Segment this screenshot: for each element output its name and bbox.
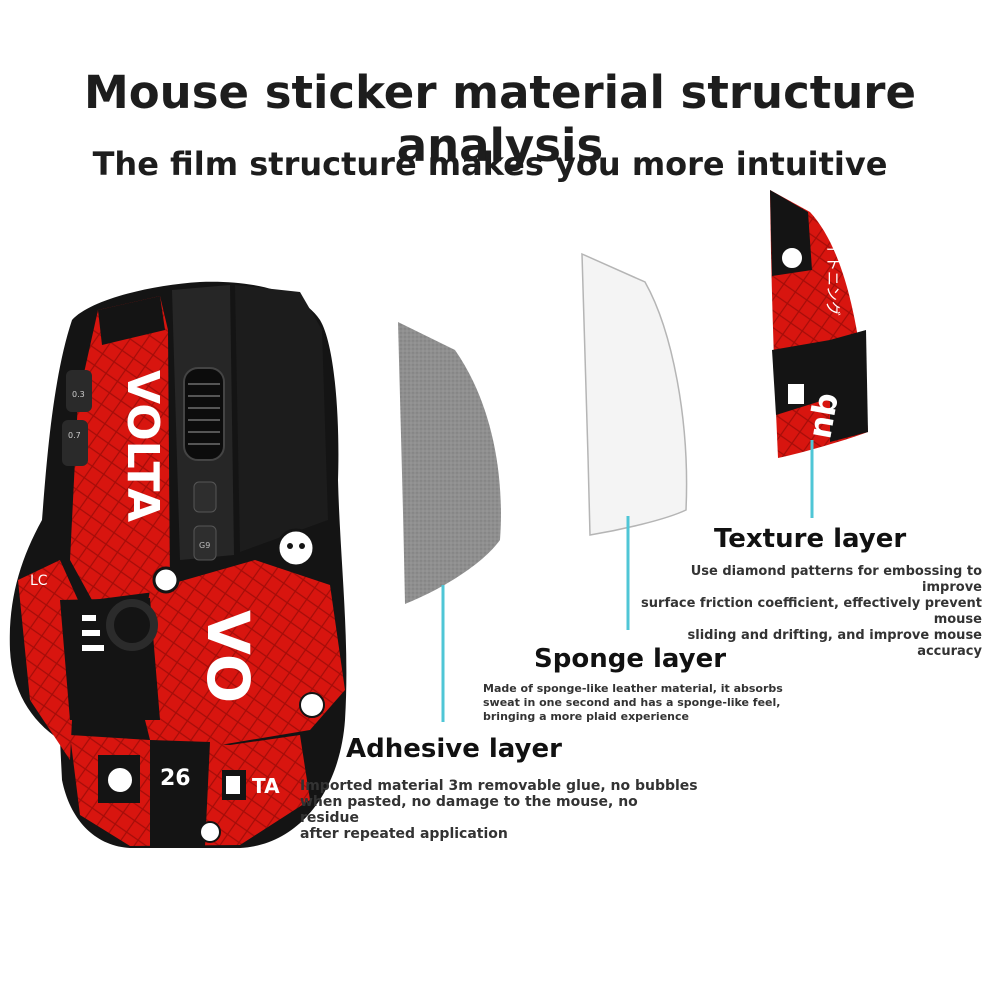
mode-button: [193, 481, 217, 513]
sticker-ta: TA: [252, 774, 280, 798]
side-button-2: [62, 420, 88, 466]
side-button-1: [66, 370, 92, 412]
sticker-lc: LC: [30, 573, 48, 589]
adhesive-desc-line-1: Imported material 3m removable glue, no …: [300, 778, 698, 794]
texture-layer-desc: Use diamond patterns for embossing to im…: [640, 564, 982, 660]
scroll-wheel: [183, 367, 225, 461]
texture-desc-line-1: Use diamond patterns for embossing to im…: [690, 564, 982, 595]
sponge-desc-line-2: sweat in one second and has a sponge-lik…: [483, 696, 781, 709]
page-title: Mouse sticker material structure analysi…: [83, 66, 917, 172]
cat-emblem-1: [106, 766, 134, 794]
adhesive-layer-title: Adhesive layer: [346, 734, 562, 764]
page-subtitle: The film structure makes you more intuit…: [92, 145, 888, 183]
sponge-desc-line-3: bringing a more plaid experience: [483, 710, 689, 723]
texture-layer-sheet: ライトニング nb: [770, 190, 868, 458]
texture-layer-title: Texture layer: [714, 524, 907, 554]
g9-label: G9: [199, 541, 210, 550]
texture-sticker-nb: nb: [800, 390, 845, 442]
adhesive-layer-sheet: [398, 322, 501, 604]
sponge-desc-line-1: Made of sponge-like leather material, it…: [483, 682, 783, 695]
sponge-layer-desc: Made of sponge-like leather material, it…: [483, 682, 803, 724]
texture-desc-line-2: surface friction coefficient, effectivel…: [641, 596, 982, 627]
g9-button: [193, 525, 217, 561]
adhesive-layer-desc: Imported material 3m removable glue, no …: [300, 778, 700, 842]
mouse-illustration: VOLTA 0.3 0.7 G9: [9, 281, 347, 848]
sticker-26: 26: [160, 766, 191, 791]
sticker-vo: VO: [194, 610, 262, 703]
crosshair-emblem: [152, 566, 180, 594]
side-label-07: 0.7: [68, 431, 81, 440]
texture-desc-line-3: sliding and drifting, and improve mouse …: [687, 628, 983, 659]
logo-circle: [106, 599, 158, 651]
skull-emblem: [276, 528, 316, 568]
sponge-layer-title: Sponge layer: [534, 644, 727, 674]
left-sticker-panel: [70, 296, 170, 600]
sticker-volta-vertical: VOLTA: [117, 370, 168, 522]
sponge-layer-sheet: [581, 252, 688, 536]
cat-emblem-2: [299, 692, 325, 718]
adhesive-desc-line-2: when pasted, no damage to the mouse, no …: [300, 794, 638, 826]
adhesive-desc-line-3: after repeated application: [300, 826, 508, 842]
palm-sticker: [135, 560, 345, 745]
cat-emblem-3: [199, 821, 221, 843]
texture-sticker-katakana: ライトニング: [824, 226, 842, 316]
side-label-03: 0.3: [72, 390, 85, 399]
